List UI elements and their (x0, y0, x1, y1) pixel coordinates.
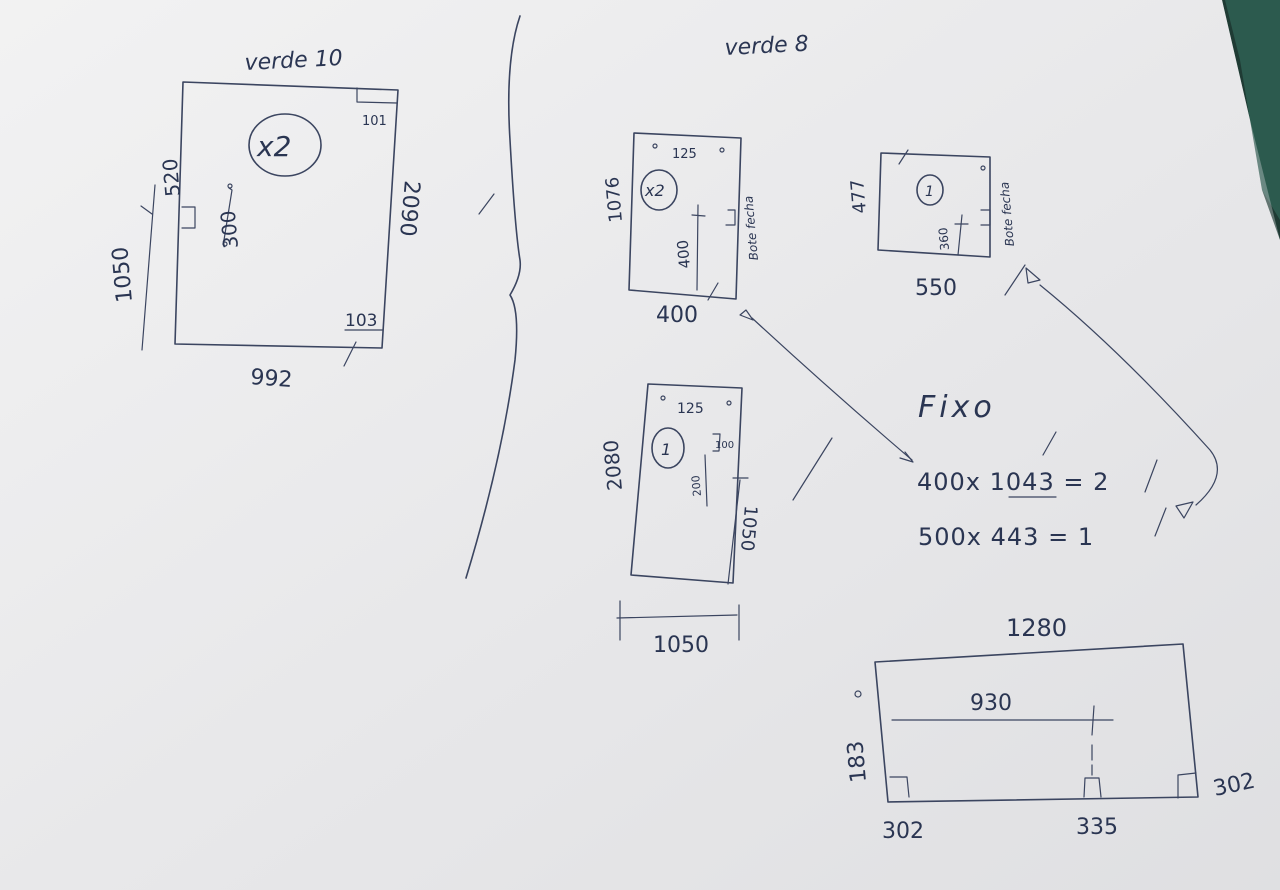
piece-c-dim-1050-right: 1050 (736, 505, 761, 552)
piece-a-dim-1076: 1076 (602, 176, 627, 223)
left-dim-520: 520 (158, 158, 185, 198)
piece-c: 125 1 100 200 1050 2080 1050 (599, 383, 833, 658)
bottom-dim-335: 335 (1076, 815, 1118, 840)
piece-b: 1 360 477 550 Bote fecha (847, 149, 1041, 301)
bottom-dim-930: 930 (970, 691, 1012, 716)
piece-b-edge-note: Bote fecha (997, 181, 1017, 247)
left-dim-2090: 2090 (394, 179, 424, 237)
left-panel: x2 300 1050 520 2090 992 101 103 (108, 81, 495, 393)
piece-a-dim-125: 125 (672, 147, 697, 162)
bottom-dim-302-left: 302 (882, 819, 924, 844)
arrow-b-to-fixo (1039, 284, 1218, 506)
left-corner-101: 101 (362, 114, 387, 129)
piece-a: 125 x2 400 1076 400 Bote fecha (602, 132, 761, 328)
piece-c-dim-2080: 2080 (599, 439, 627, 492)
left-dim-992: 992 (250, 365, 294, 393)
fixo-notes: Fixo 400x 1043 = 2 500x 443 = 1 (917, 390, 1167, 551)
qty-circle (248, 113, 322, 177)
left-dim-1050: 1050 (108, 246, 138, 304)
piece-a-dim-400: 400 (656, 303, 698, 328)
piece-c-dim-100: 100 (715, 440, 734, 451)
piece-b-dim-360: 360 (936, 227, 952, 251)
piece-b-dim-550: 550 (915, 276, 957, 301)
left-hole-spacing: 300 (216, 210, 243, 250)
left-corner-103: 103 (345, 311, 377, 331)
bottom-dim-1280: 1280 (1006, 614, 1067, 642)
fixo-line-1: 400x 1043 = 2 (917, 468, 1109, 496)
piece-c-qty: 1 (661, 440, 671, 459)
bottom-panel: 1280 930 183 302 335 302 (843, 614, 1257, 844)
piece-b-qty: 1 (925, 184, 934, 200)
piece-c-dim-125: 125 (677, 401, 704, 417)
bottom-dim-183: 183 (843, 740, 872, 784)
piece-a-dim-400-inner: 400 (674, 239, 694, 269)
piece-b-dim-477: 477 (847, 178, 871, 214)
arrow-a-to-fixo (751, 317, 913, 461)
left-qty: x2 (256, 130, 291, 163)
piece-a-edge-note: Bote fecha (741, 195, 761, 261)
brace (465, 15, 522, 579)
piece-c-dim-200: 200 (689, 475, 704, 497)
piece-c-dim-1050-bottom: 1050 (653, 633, 709, 658)
title-verde-10: verde 10 (244, 46, 343, 76)
piece-a-qty: x2 (644, 181, 665, 200)
title-verde-8: verde 8 (724, 32, 809, 61)
fixo-title: Fixo (918, 390, 996, 425)
fixo-line-2: 500x 443 = 1 (918, 523, 1094, 551)
